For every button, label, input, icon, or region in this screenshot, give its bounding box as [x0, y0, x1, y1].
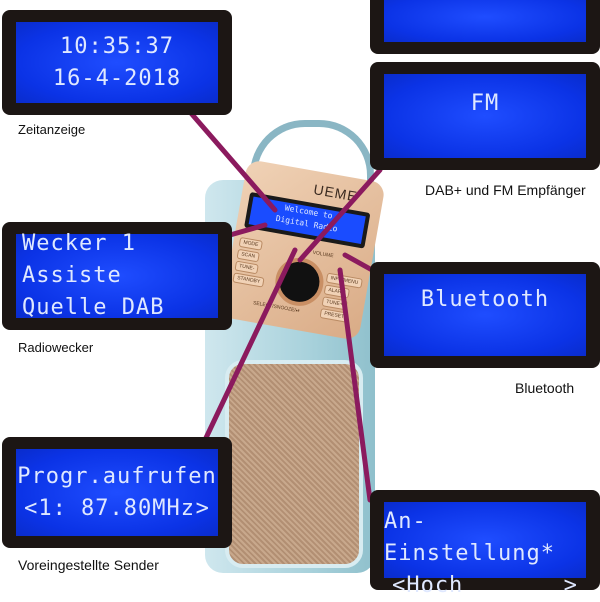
- settings-value: <Hoch: [392, 573, 464, 598]
- bluetooth-display: Bluetooth: [370, 262, 600, 368]
- preset-line1: Progr.aufrufen: [17, 463, 217, 489]
- bluetooth-caption: Bluetooth: [515, 380, 575, 396]
- settings-next-arrow: >: [563, 573, 578, 598]
- fm-text: FM: [470, 91, 500, 116]
- clock-time: 10:35:37: [60, 33, 174, 59]
- alarm-caption: Radiowecker: [18, 340, 94, 355]
- speaker-grille: [225, 360, 363, 568]
- alarm-line2: Quelle DAB: [22, 295, 165, 320]
- preset-frequency: <1: 87.80MHz: [24, 495, 196, 521]
- clock-date: 16-4-2018: [52, 65, 182, 91]
- connector-fm: [297, 167, 383, 263]
- preset-next-arrow: >: [195, 495, 210, 521]
- clock-display: 10:35:37 16-4-2018: [2, 10, 232, 115]
- top-right-display: [370, 0, 600, 54]
- bluetooth-text: Bluetooth: [420, 287, 550, 312]
- fm-caption: DAB+ und FM Empfänger: [425, 182, 586, 198]
- connector-alarm: [227, 222, 268, 238]
- connector-bluetooth: [342, 252, 375, 273]
- settings-line1: An-Einstellung*: [384, 509, 555, 566]
- preset-caption: Voreingestellte Sender: [18, 557, 159, 573]
- connector-lines: [187, 109, 383, 503]
- alarm-line1: Wecker 1 Assiste: [22, 231, 136, 288]
- settings-display: An-Einstellung* <Hoch >: [370, 490, 600, 598]
- fm-display: FM: [370, 62, 600, 170]
- connector-preset: [202, 247, 298, 443]
- connector-settings: [337, 267, 373, 503]
- preset-display: Progr.aufrufen <1: 87.80MHz>: [2, 437, 232, 548]
- connector-clock: [187, 109, 278, 213]
- clock-caption: Zeitanzeige: [18, 122, 86, 137]
- radio-product: UEME Welcome to Digital Radio MODE SCAN …: [195, 120, 386, 573]
